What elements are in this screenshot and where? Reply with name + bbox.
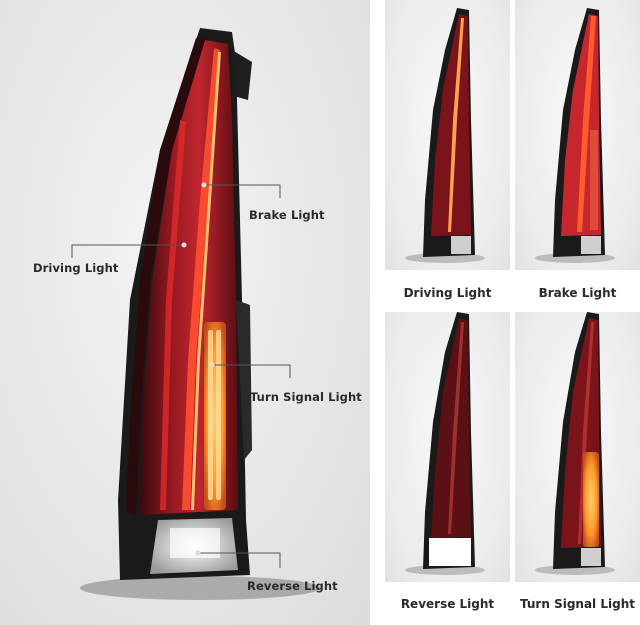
turn-signal-block xyxy=(204,322,226,510)
outer-ridge xyxy=(126,38,205,515)
thumb-label-reverse: Reverse Light xyxy=(400,597,495,611)
thumb-label-driving: Driving Light xyxy=(403,286,492,300)
mount-tab xyxy=(232,50,252,100)
thumb-light-turn xyxy=(535,312,615,575)
main-tail-light xyxy=(71,28,320,600)
driving-light-label: Driving Light xyxy=(33,261,119,275)
callout-lines xyxy=(71,184,291,568)
turn-signal-leds xyxy=(208,330,221,500)
mount-tab-lower xyxy=(236,300,252,460)
reverse-light-label: Reverse Light xyxy=(247,579,338,593)
thumb-label-brake: Brake Light xyxy=(538,286,617,300)
shadow xyxy=(80,576,320,600)
brake-light-label: Brake Light xyxy=(249,208,325,222)
turn-signal-light-label: Turn Signal Light xyxy=(250,390,362,404)
thumb-light-reverse xyxy=(405,312,485,575)
inner-red-bar xyxy=(160,120,186,510)
thumb-label-turn: Turn Signal Light xyxy=(520,597,635,611)
thumb-light-brake xyxy=(535,8,615,263)
driving-bar xyxy=(191,52,221,510)
callout-dots xyxy=(181,182,215,556)
thumb-light-driving xyxy=(405,8,485,263)
